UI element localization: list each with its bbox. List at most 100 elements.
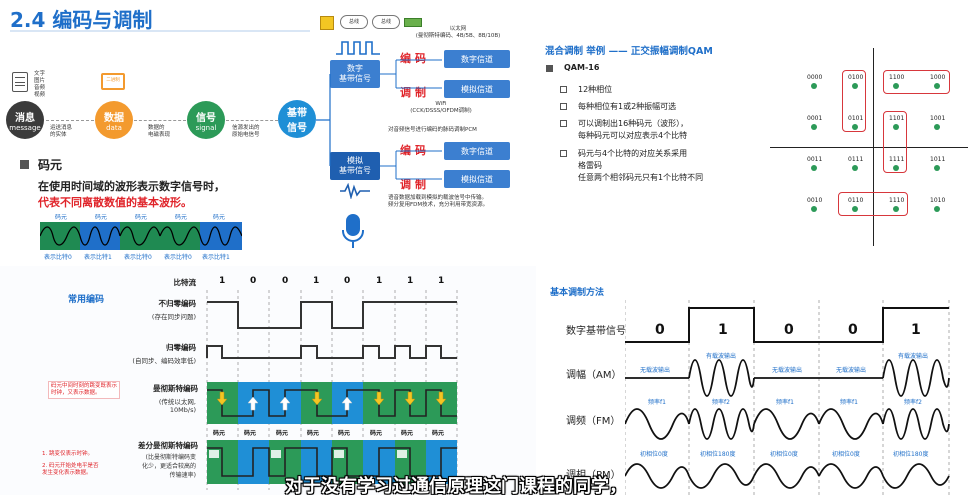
diff-manchester-sub: (比曼彻斯特编码变 化少，更适合较高的 传输速率) bbox=[141, 454, 196, 479]
signal-node: 信号 signal bbox=[187, 101, 225, 139]
pm-phase: 初相位180度 bbox=[893, 451, 929, 458]
source-note: 文字 图片 音频 视频 bbox=[34, 71, 46, 98]
wave-bottom-label: 表示比特0 bbox=[164, 254, 192, 261]
qam-point bbox=[852, 206, 858, 212]
qam-bullet-square bbox=[546, 65, 553, 72]
symbol-label: 码元 bbox=[307, 430, 320, 437]
wave-top-label: 码元 bbox=[95, 214, 108, 221]
qam-point bbox=[811, 206, 817, 212]
symbol-label: 码元 bbox=[276, 430, 289, 437]
qam-point bbox=[934, 124, 940, 130]
qam-point bbox=[852, 165, 858, 171]
bit-value: 1 bbox=[313, 276, 320, 286]
checkbox-icon bbox=[560, 120, 567, 127]
bit-value: 1 bbox=[219, 276, 226, 286]
digital-channel-bottom: 数字信道 bbox=[444, 142, 510, 160]
chip-icon bbox=[320, 16, 334, 30]
pm-label: 调相（PM） bbox=[566, 470, 621, 481]
checkbox-icon bbox=[560, 150, 567, 157]
encode-label-top: 编码 bbox=[400, 52, 430, 65]
qam-label: 0001 bbox=[807, 115, 823, 122]
symbol-desc: 在使用时间域的波形表示数字信号时， bbox=[38, 180, 225, 193]
bit-value: 1 bbox=[407, 276, 414, 286]
qam-subheading: QAM-16 bbox=[564, 63, 600, 72]
flow-connectors bbox=[316, 59, 442, 180]
bitstream-label: 比特流 bbox=[173, 278, 197, 287]
mod-bit: 0 bbox=[655, 322, 665, 338]
bit-value: 1 bbox=[438, 276, 445, 286]
nrz-label: 不归零编码 bbox=[158, 299, 197, 308]
fm-freq: 频率f2 bbox=[712, 399, 730, 406]
pm-phase: 初相位0度 bbox=[832, 451, 860, 458]
checkbox-icon bbox=[560, 103, 567, 110]
digital-baseband-box: 数字 基带信号 bbox=[330, 60, 380, 88]
diff-note-2: 2. 码元开始处电平是否 发生变化表示数据。 bbox=[42, 463, 99, 477]
qam-label: 0111 bbox=[848, 156, 864, 163]
manchester-note: 码元中间时刻的跳变既表示 时钟，又表示数据。 bbox=[48, 381, 121, 400]
analog-baseband-box: 模拟 基带信号 bbox=[330, 152, 380, 180]
bit-value: 0 bbox=[344, 276, 351, 286]
diff-manchester-label: 差分曼彻斯特编码 bbox=[138, 441, 198, 450]
diff-note-1: 1. 跳变仅表示时钟。 bbox=[42, 451, 93, 457]
qam-label: 1000 bbox=[930, 74, 946, 81]
fm-freq: 频率f2 bbox=[904, 399, 922, 406]
wifi-note: WiFi (CCK/DSSS/OFDM调制) bbox=[410, 101, 472, 115]
wave-bottom-label: 表示比特0 bbox=[124, 254, 152, 261]
arrow-line bbox=[134, 120, 186, 121]
qam-label: 0100 bbox=[848, 74, 864, 81]
title-underline bbox=[10, 30, 310, 32]
baseband-node: 基带 信号 bbox=[278, 100, 316, 138]
video-subtitle: 对于没有学习过通信原理这门课程的同学， bbox=[285, 476, 627, 495]
basic-mod-heading: 基本调制方法 bbox=[550, 288, 605, 298]
qam-highlight bbox=[842, 70, 866, 132]
symbol-wave bbox=[40, 222, 242, 250]
qam-point bbox=[852, 83, 858, 89]
message-node: 消息 message bbox=[6, 101, 44, 139]
symbol-label: 码元 bbox=[244, 430, 257, 437]
qam-label: 1110 bbox=[889, 197, 905, 204]
mod-bit: 1 bbox=[911, 322, 921, 338]
symbol-desc-red: 代表不同离散数值的基本波形。 bbox=[38, 196, 192, 209]
ethernet-note: 以太网 (曼彻斯特编码、4B/5B、8B/10B) bbox=[415, 26, 501, 40]
manchester-label: 曼彻斯特编码 bbox=[153, 384, 198, 393]
arrow-line bbox=[226, 120, 278, 121]
data-note: 数据的 电磁表现 bbox=[148, 125, 171, 139]
qam-point bbox=[934, 83, 940, 89]
pm-phase: 初相位0度 bbox=[770, 451, 798, 458]
wave-bottom-label: 表示比特1 bbox=[202, 254, 230, 261]
pm-phase: 初相位0度 bbox=[640, 451, 668, 458]
pcm-note: 对音频信号进行编码的脉码调制PCM bbox=[388, 127, 477, 133]
wave-bottom-label: 表示比特1 bbox=[84, 254, 112, 261]
qam-point bbox=[934, 206, 940, 212]
qam-label: 1100 bbox=[889, 74, 905, 81]
modulate-label-top: 调制 bbox=[400, 86, 430, 99]
symbol-label: 码元 bbox=[213, 430, 226, 437]
fm-freq: 频率f1 bbox=[776, 399, 794, 406]
symbol-heading: 码元 bbox=[38, 158, 63, 172]
checkbox-icon bbox=[560, 86, 567, 93]
fdm-note: 语音数据加载到模拟的载波信号中传输。 频分复用FDM技术，充分利用带宽资源。 bbox=[388, 195, 489, 209]
analog-channel-top: 模拟信道 bbox=[444, 80, 510, 98]
am-carrier: 有载波输出 bbox=[706, 353, 737, 360]
manchester-sub: (传统以太网, 10Mb/s) bbox=[158, 398, 196, 414]
wave-top-label: 码元 bbox=[175, 214, 188, 221]
qam-heading: 混合调制 举例 —— 正交振幅调制QAM bbox=[545, 46, 713, 57]
fm-freq: 频率f1 bbox=[648, 399, 666, 406]
symbol-label: 码元 bbox=[401, 430, 414, 437]
qam-label: 0010 bbox=[807, 197, 823, 204]
coding-waveforms bbox=[206, 290, 458, 490]
am-no-carrier: 无载波输出 bbox=[772, 367, 803, 374]
qam-label: 0110 bbox=[848, 197, 864, 204]
qam-highlight bbox=[883, 70, 950, 94]
symbol-bullet bbox=[20, 160, 29, 169]
pm-phase: 初相位180度 bbox=[700, 451, 736, 458]
nrz-sub: (存在同步问题) bbox=[151, 313, 196, 321]
qam-label: 0000 bbox=[807, 74, 823, 81]
document-icon bbox=[12, 72, 28, 92]
rz-sub: (自同步、编码效率低) bbox=[132, 357, 196, 365]
symbol-label: 码元 bbox=[338, 430, 351, 437]
symbol-label: 码元 bbox=[370, 430, 383, 437]
data-node: 数据 data bbox=[95, 101, 133, 139]
arrow-line bbox=[46, 120, 94, 121]
qam-label: 1010 bbox=[930, 197, 946, 204]
